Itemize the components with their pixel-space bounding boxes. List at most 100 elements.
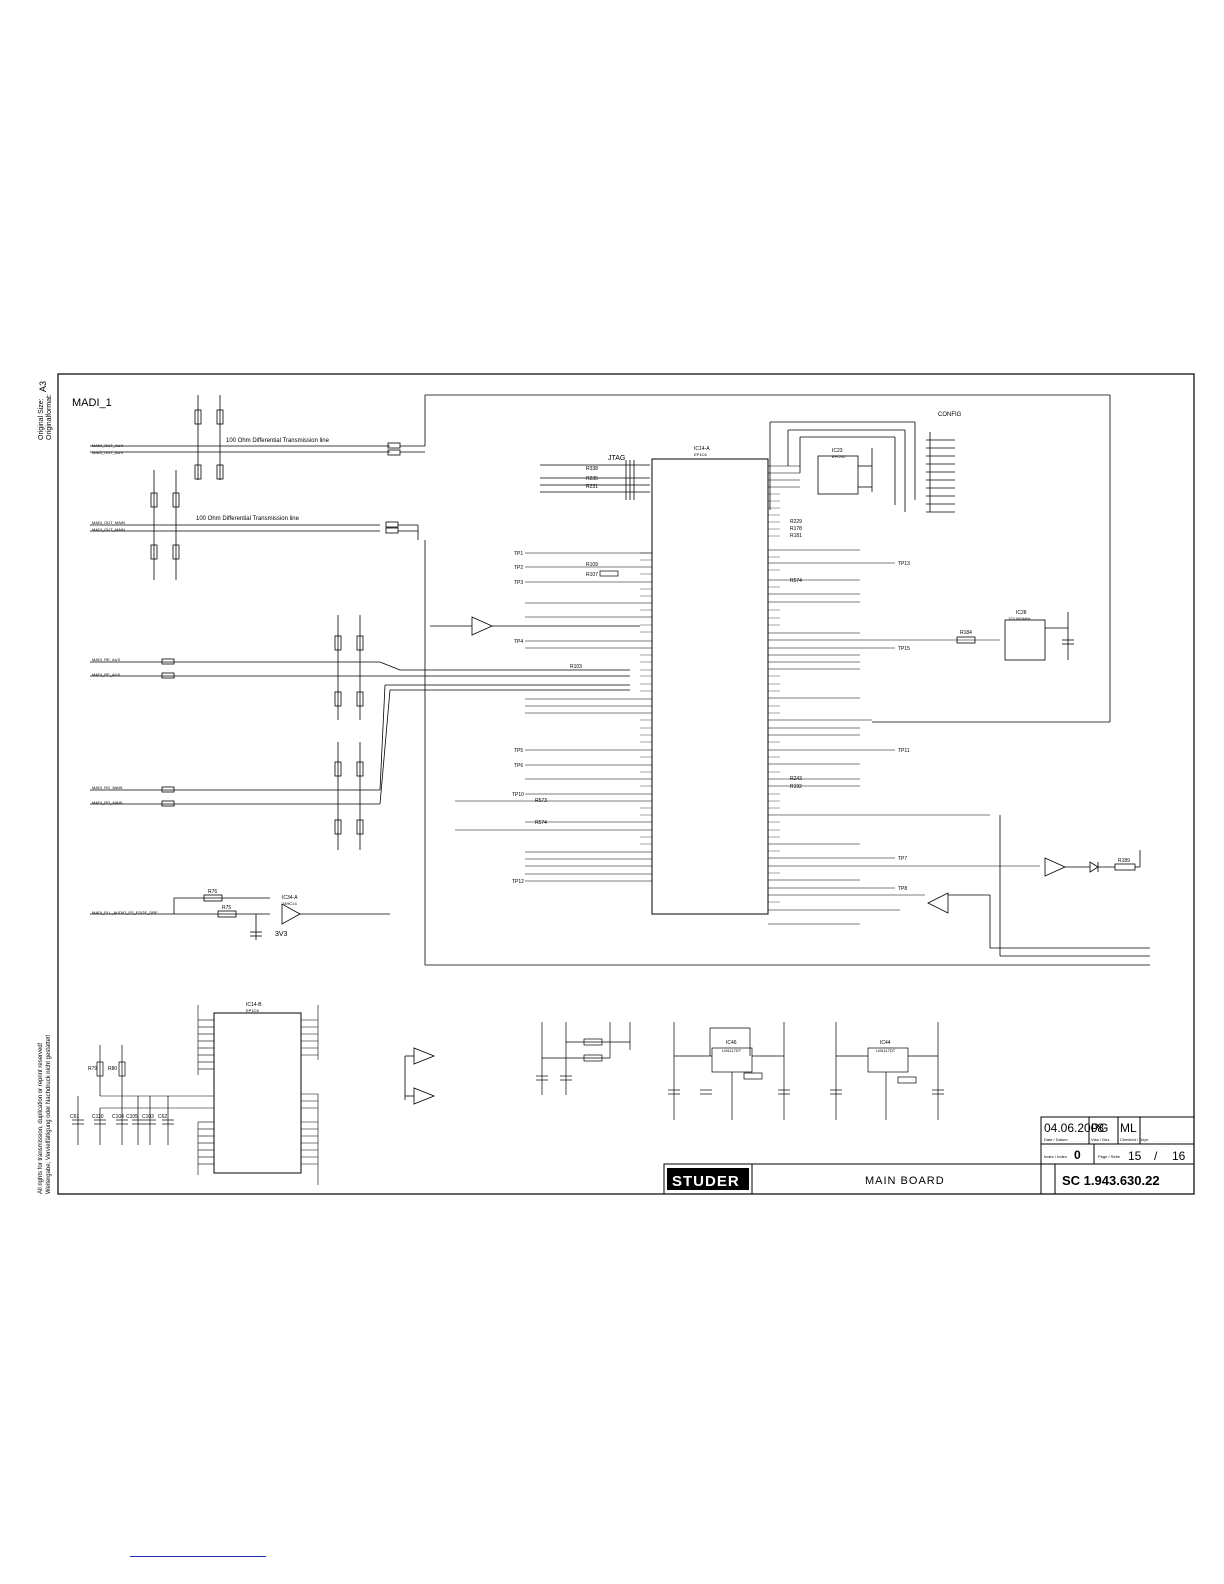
r103-label: R103 bbox=[570, 664, 582, 670]
left-net-flags: MADI_OUT_AUX MADI_OUT_AUX MADI_OUT_MAIN … bbox=[92, 443, 158, 915]
title-drawn: PG bbox=[1091, 1121, 1108, 1135]
r169-label: R184 bbox=[960, 630, 972, 636]
svg-text:MADI_OUT_MAIN: MADI_OUT_MAIN bbox=[92, 527, 125, 532]
svg-text:TP2: TP2 bbox=[514, 565, 523, 571]
sheet-format-caption-de: Originalformat: bbox=[46, 394, 53, 440]
svg-text:TP11: TP11 bbox=[898, 748, 910, 754]
config-block bbox=[769, 421, 955, 513]
config-ic-ref: IC23 bbox=[832, 448, 843, 454]
reg2-ref: IC44 bbox=[880, 1040, 891, 1046]
r231-label: R231 bbox=[586, 484, 598, 490]
title-date: 04.06.2008 bbox=[1044, 1121, 1104, 1135]
r573-label: R573 bbox=[535, 798, 547, 804]
r338-label: R338 bbox=[586, 466, 598, 472]
svg-text:C105: C105 bbox=[126, 1114, 138, 1120]
r109-label: R109 bbox=[586, 562, 598, 568]
diff-pair-re bbox=[90, 615, 630, 720]
fpga-power-ic14b bbox=[213, 1012, 302, 1174]
svg-text:C110: C110 bbox=[92, 1114, 104, 1120]
r235-label: R235 bbox=[586, 476, 598, 482]
ic34a-part: 74HC14 bbox=[282, 901, 297, 906]
sheet-format: A3 bbox=[38, 380, 48, 392]
sheet-title: MADI_1 bbox=[72, 397, 112, 409]
title-index: 0 bbox=[1074, 1148, 1081, 1162]
title-drawn-caption: Visa / Gez. bbox=[1091, 1137, 1111, 1142]
title-date-caption: Date / Datum bbox=[1044, 1137, 1068, 1142]
diff-pair-main bbox=[90, 470, 419, 580]
svg-text:C104: C104 bbox=[112, 1114, 124, 1120]
svg-text:TP4: TP4 bbox=[514, 639, 523, 645]
pwr-ic-part: EP1C6 bbox=[246, 1008, 259, 1013]
r243-label: R189 bbox=[1118, 858, 1130, 864]
title-doc-number: SC 1.943.630.22 bbox=[1062, 1173, 1160, 1188]
fpga-left-pin-ticks bbox=[640, 552, 652, 845]
title-page-sep: / bbox=[1154, 1149, 1158, 1163]
svg-text:MADI_PLL_AUDIO_FS_EDGE_DRF: MADI_PLL_AUDIO_FS_EDGE_DRF bbox=[92, 910, 158, 915]
footer-rule bbox=[130, 1556, 266, 1557]
r184-label: R181 bbox=[790, 533, 802, 539]
decoupling-caps bbox=[72, 1045, 174, 1145]
svg-text:TP6: TP6 bbox=[514, 763, 523, 769]
oscillator-block bbox=[956, 612, 1074, 661]
diff-pair-ro bbox=[90, 684, 630, 850]
fpga-right-tp-labels: TP13 TP15 TP11 TP7 TP8 bbox=[898, 561, 910, 892]
fpga-ref: IC14-A bbox=[694, 446, 710, 452]
svg-text:TP15: TP15 bbox=[898, 646, 910, 652]
svg-text:C103: C103 bbox=[142, 1114, 154, 1120]
r104-label: R79 bbox=[88, 1066, 97, 1072]
sheet-format-caption: Original Size: bbox=[38, 398, 45, 440]
svg-text:TP10: TP10 bbox=[512, 792, 524, 798]
title-board: MAIN BOARD bbox=[865, 1175, 945, 1187]
r212-label: R76 bbox=[208, 889, 217, 895]
jtag-block bbox=[540, 460, 650, 500]
osc-part: 123.000MHz bbox=[1008, 616, 1031, 621]
buffer-ic34e bbox=[424, 540, 1150, 966]
title-pages: 16 bbox=[1172, 1149, 1186, 1163]
r181-label: R178 bbox=[790, 526, 802, 532]
svg-text:TP12: TP12 bbox=[512, 879, 524, 885]
regulator-ic46 bbox=[668, 1022, 790, 1120]
r216-label: R75 bbox=[222, 905, 231, 911]
svg-text:TP1: TP1 bbox=[514, 551, 523, 557]
supply-filter bbox=[536, 1022, 631, 1095]
svg-text:MADI_RO_MAIN: MADI_RO_MAIN bbox=[92, 785, 123, 790]
spare-buffers bbox=[404, 1047, 436, 1105]
v3v3-label: 3V3 bbox=[275, 931, 288, 938]
buffer-ic34f bbox=[430, 616, 640, 636]
title-block-frame bbox=[663, 1116, 1195, 1195]
rights-notice-de: Weitergabe, Vervielfältigung oder Nachdr… bbox=[46, 1034, 52, 1194]
svg-text:TP7: TP7 bbox=[898, 856, 907, 862]
svg-text:TP5: TP5 bbox=[514, 748, 523, 754]
fpga-left-tp-labels: TP1 TP2 TP3 TP4 TP5 TP6 TP10 TP12 bbox=[512, 551, 524, 885]
title-page: 15 bbox=[1128, 1149, 1142, 1163]
fpga-left-pins bbox=[455, 552, 652, 882]
config-ic-part: EPCS1 bbox=[832, 454, 846, 459]
svg-text:MADI_RE_AUX: MADI_RE_AUX bbox=[92, 672, 121, 677]
r205-label: R80 bbox=[108, 1066, 117, 1072]
diff-pair-aux bbox=[90, 394, 1111, 723]
title-checked: ML bbox=[1120, 1121, 1137, 1135]
svg-text:C61: C61 bbox=[70, 1114, 79, 1120]
diff-line-label-2: 100 Ohm Differential Transmission line bbox=[196, 516, 300, 522]
r107-label: R107 bbox=[586, 572, 598, 578]
jtag-label: JTAG bbox=[608, 455, 625, 462]
r186-label: R574 bbox=[790, 578, 802, 584]
fpga-right-pin-ticks bbox=[768, 493, 780, 903]
osc-ref: IC28 bbox=[1016, 610, 1027, 616]
sheet-frame bbox=[57, 373, 1195, 1195]
studer-logo: STUDER bbox=[672, 1173, 740, 1190]
studer-logo-bg bbox=[667, 1168, 749, 1190]
reg1-ref: IC46 bbox=[726, 1040, 737, 1046]
svg-text:TP3: TP3 bbox=[514, 580, 523, 586]
regulator-ic44 bbox=[830, 1022, 944, 1120]
diff-line-label-1: 100 Ohm Differential Transmission line bbox=[226, 438, 330, 444]
svg-text:MADI_OUT_AUX: MADI_OUT_AUX bbox=[92, 450, 123, 455]
fpga-right-pins bbox=[768, 465, 1040, 925]
title-page-caption: Page / Seite bbox=[1098, 1154, 1121, 1159]
svg-text:C62: C62 bbox=[158, 1114, 167, 1120]
svg-text:MADI_OUT_AUX: MADI_OUT_AUX bbox=[92, 443, 123, 448]
r574-label: R574 bbox=[535, 820, 547, 826]
r107-symbol bbox=[599, 570, 619, 577]
